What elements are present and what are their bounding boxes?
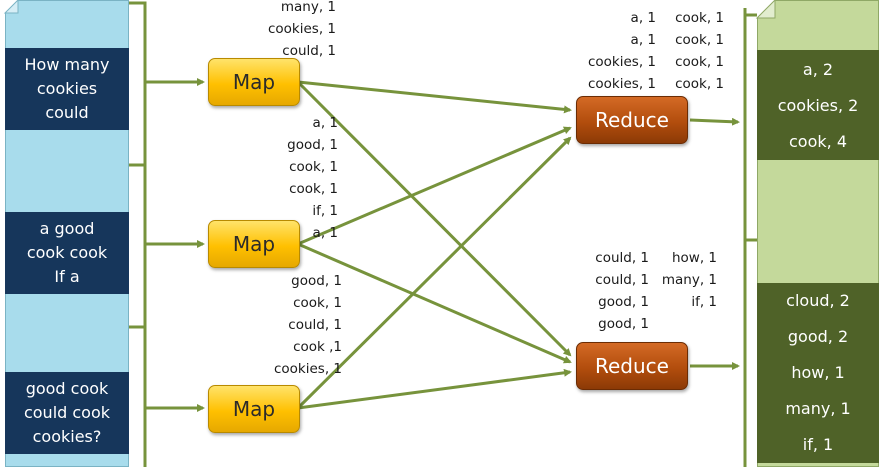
kv-pair: good, 1 bbox=[287, 137, 338, 153]
reduce-node-2: Reduce bbox=[576, 342, 688, 390]
output-line: how, 1 bbox=[791, 363, 845, 382]
input-split-2-text: a good cook cook If a bbox=[26, 219, 108, 286]
kv-pair: good, 1 bbox=[598, 316, 649, 332]
kv-pair: a, 1 bbox=[312, 225, 338, 241]
output-line: cookies, 2 bbox=[777, 96, 859, 115]
output-line: many, 1 bbox=[785, 399, 851, 418]
input-bracket bbox=[129, 1, 147, 467]
kv-pair: cook ,1 bbox=[293, 339, 342, 355]
kv-pair: cook, 1 bbox=[675, 54, 724, 70]
input-split-2: a good cook cook If a bbox=[5, 212, 129, 294]
kv-pair: a, 1 bbox=[312, 115, 338, 131]
map-node-3: Map bbox=[208, 385, 300, 433]
input-split-3-text: good cook could cook cookies? bbox=[23, 379, 111, 446]
kv-pair: could, 1 bbox=[282, 43, 336, 59]
kv-pair: cookies, 1 bbox=[587, 54, 656, 70]
map-node-label: Map bbox=[232, 70, 276, 94]
kv-pair: many, 1 bbox=[661, 272, 717, 288]
kv-pair: many, 1 bbox=[280, 0, 336, 15]
kv-pair: good, 1 bbox=[598, 294, 649, 310]
reduce-node-1: Reduce bbox=[576, 96, 688, 144]
input-split-1-text: How many cookies could bbox=[24, 55, 110, 122]
reduce2-input-left: could, 1 could, 1 good, 1 good, 1 bbox=[595, 247, 649, 335]
kv-pair: cookies, 1 bbox=[587, 76, 656, 92]
map-node-label: Map bbox=[232, 232, 276, 256]
map2-output-list: a, 1 good, 1 cook, 1 cook, 1 if, 1 a, 1 bbox=[287, 112, 338, 244]
reduce1-input-right: cook, 1 cook, 1 cook, 1 cook, 1 bbox=[675, 7, 724, 95]
kv-pair: cook, 1 bbox=[293, 295, 342, 311]
kv-pair: if, 1 bbox=[312, 203, 338, 219]
map1-output-list: many, 1 cookies, 1 could, 1 bbox=[268, 0, 336, 62]
map-node-1: Map bbox=[208, 58, 300, 106]
kv-pair: could, 1 bbox=[595, 272, 649, 288]
reduce-node-label: Reduce bbox=[595, 354, 669, 378]
kv-pair: if, 1 bbox=[691, 294, 717, 310]
output-line: cook, 4 bbox=[789, 132, 847, 151]
kv-pair: good, 1 bbox=[291, 273, 342, 289]
output-line: if, 1 bbox=[802, 435, 834, 454]
map-node-2: Map bbox=[208, 220, 300, 268]
kv-pair: how, 1 bbox=[671, 250, 717, 266]
map-node-label: Map bbox=[232, 397, 276, 421]
kv-pair: could, 1 bbox=[595, 250, 649, 266]
output-block-1: a, 2 cookies, 2 cook, 4 bbox=[757, 50, 879, 160]
input-split-1: How many cookies could bbox=[5, 48, 129, 130]
kv-pair: cookies, 1 bbox=[267, 21, 336, 37]
kv-pair: cookies, 1 bbox=[273, 361, 342, 377]
reduce1-input-left: a, 1 a, 1 cookies, 1 cookies, 1 bbox=[588, 7, 656, 95]
output-line: cloud, 2 bbox=[786, 291, 850, 310]
kv-pair: a, 1 bbox=[630, 32, 656, 48]
map3-output-list: good, 1 cook, 1 could, 1 cook ,1 cookies… bbox=[274, 270, 342, 380]
kv-pair: a, 1 bbox=[630, 10, 656, 26]
kv-pair: cook, 1 bbox=[289, 159, 338, 175]
input-split-3: good cook could cook cookies? bbox=[5, 372, 129, 454]
kv-pair: cook, 1 bbox=[675, 76, 724, 92]
output-line: a, 2 bbox=[802, 60, 834, 79]
output-line: good, 2 bbox=[787, 327, 849, 346]
kv-pair: cook, 1 bbox=[675, 10, 724, 26]
output-block-2: cloud, 2 good, 2 how, 1 many, 1 if, 1 bbox=[757, 283, 879, 463]
reduce-node-label: Reduce bbox=[595, 108, 669, 132]
kv-pair: cook, 1 bbox=[675, 32, 724, 48]
reduce2-input-right: how, 1 many, 1 if, 1 bbox=[662, 247, 717, 313]
kv-pair: cook, 1 bbox=[289, 181, 338, 197]
kv-pair: could, 1 bbox=[288, 317, 342, 333]
